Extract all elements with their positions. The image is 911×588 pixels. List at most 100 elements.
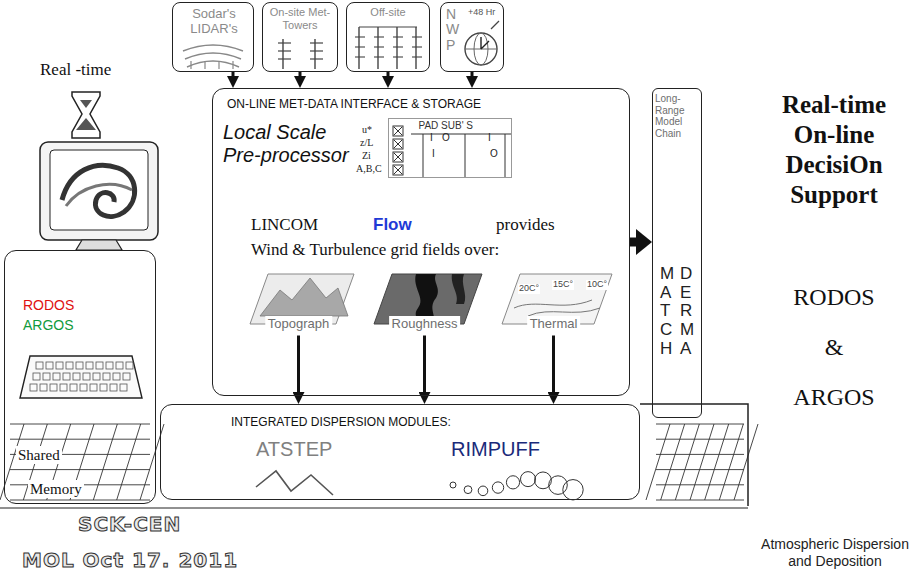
met-tower-arm <box>393 46 403 47</box>
footer-logo: SCK-CEN <box>78 512 181 536</box>
screen-plume <box>66 184 132 206</box>
puff <box>464 486 472 494</box>
puff <box>492 482 503 493</box>
memory-label: Memory <box>28 480 84 498</box>
keyboard-key <box>90 384 97 391</box>
flow-arrow <box>423 336 426 393</box>
met-tower <box>377 27 378 69</box>
module-name: ATSTEP <box>256 437 332 461</box>
met-tower-arm <box>393 56 403 57</box>
forest-strip <box>451 274 464 304</box>
grid-line <box>656 484 744 485</box>
flow-arrow <box>387 72 390 76</box>
puff <box>563 480 583 500</box>
met-tower-arm <box>393 36 403 37</box>
table-rule <box>422 134 423 177</box>
computer-box: RODOS ARGOS <box>4 250 156 504</box>
sodar-icon <box>218 61 219 69</box>
table-rule <box>504 134 505 177</box>
checkbox <box>393 126 403 136</box>
table-cell: I <box>488 132 491 144</box>
checkbox <box>393 139 403 149</box>
sodar-icon <box>190 61 191 69</box>
time-label: Real -time <box>40 60 111 80</box>
grid-line <box>719 424 743 500</box>
met-tower-arm <box>355 46 365 47</box>
flow-arrow <box>297 336 300 393</box>
checkbox <box>393 152 403 162</box>
dispersion-box: INTEGRATED DISPERSION MODULES:ATSTEPRIMP… <box>160 404 640 500</box>
checkbox <box>393 165 403 175</box>
system-name: ARGOS <box>23 317 74 334</box>
sensor-box: Sodar's LIDAR's <box>172 2 254 72</box>
checkbox-mark <box>394 127 402 135</box>
box-label: Topograph <box>265 316 332 332</box>
keyboard-key <box>30 384 37 391</box>
grid-line <box>656 439 744 440</box>
parameter-label: A,B,C <box>356 163 382 175</box>
parameter-label: z/L <box>360 137 373 149</box>
model-name: LINCOM <box>251 212 318 237</box>
keyboard-key <box>56 362 63 369</box>
model-name: Flow <box>373 212 412 237</box>
grid-line <box>117 424 141 500</box>
keyboard-key <box>40 384 47 391</box>
met-tower-arm <box>412 36 422 37</box>
footer-date: MOL Oct 17. 2011 <box>22 548 238 572</box>
grid-field: Roughness <box>364 268 486 336</box>
keyboard-key <box>110 384 117 391</box>
model-name: MATCH <box>660 265 677 358</box>
keyboard-key <box>86 362 93 369</box>
met-tower-arm <box>310 58 323 59</box>
met-tower-arm <box>278 50 291 51</box>
globe-pin <box>491 21 499 29</box>
footer-rule <box>0 508 748 509</box>
keyboard <box>20 356 142 398</box>
grid-line <box>661 424 685 500</box>
table-rule <box>464 134 465 177</box>
flow-arrow <box>299 72 302 76</box>
flow-arrow <box>471 72 474 76</box>
puff <box>450 482 456 488</box>
atstep-trajectory <box>256 471 333 495</box>
puff <box>506 476 519 489</box>
isotherm <box>514 300 600 316</box>
tower-link <box>359 26 417 27</box>
system-name: & <box>760 333 908 362</box>
grid-line <box>10 424 150 425</box>
grid-line <box>656 424 744 425</box>
puff <box>549 476 568 495</box>
checkbox-mark <box>394 166 402 174</box>
keyboard-key <box>123 373 130 380</box>
screen-plume <box>62 165 135 216</box>
flow-arrow <box>552 336 555 393</box>
sodar-icon <box>204 61 205 69</box>
keyboard-key <box>116 362 123 369</box>
table-cell: I <box>430 132 433 144</box>
system-name: RODOS <box>23 297 74 314</box>
hourglass-sand <box>76 100 96 130</box>
globe-icon <box>465 33 497 65</box>
sodar-icon <box>185 53 241 59</box>
keyboard-key <box>76 362 83 369</box>
met-tower-arm <box>278 42 291 43</box>
grid-line <box>734 424 758 500</box>
grid-line <box>705 424 729 500</box>
met-tower <box>358 27 359 69</box>
panel-note: provides Wind & Turbulence grid fields o… <box>251 212 581 262</box>
model-chain-box: Long-Range Model ChainMATCHDERMA <box>652 88 702 418</box>
met-tower-arm <box>310 42 323 43</box>
sodar-icon <box>183 45 243 51</box>
keyboard-key <box>50 384 57 391</box>
keyboard-key <box>46 362 53 369</box>
grid-line <box>646 424 670 500</box>
grid-line <box>10 469 150 470</box>
parameter-label: Zi <box>362 150 371 162</box>
keyboard-key <box>73 373 80 380</box>
memory-label: Shared <box>16 446 62 464</box>
system-name: RODOS <box>760 283 908 312</box>
keyboard-key <box>96 362 103 369</box>
met-tower-arm <box>355 56 365 57</box>
met-tower-arm <box>374 46 384 47</box>
